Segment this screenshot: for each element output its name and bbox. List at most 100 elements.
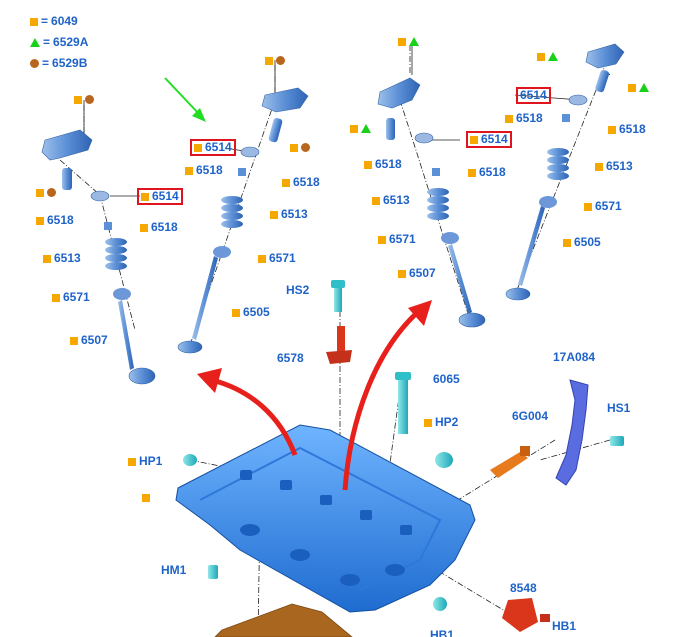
callout-6505[interactable]: 6505: [563, 235, 601, 249]
lash-adjuster: [62, 168, 72, 190]
valve-spring: [105, 238, 127, 270]
callout-6513[interactable]: 6513: [372, 193, 410, 207]
legend-item-2: =6529A: [30, 35, 88, 49]
part-6578: [326, 326, 352, 364]
valve-assembly-1: [41, 129, 156, 385]
head-gasket: [214, 603, 353, 637]
part-8548: [502, 598, 550, 632]
part-17a084: [555, 379, 589, 486]
valve-assembly-2: [177, 87, 309, 354]
marker-cluster-1: [74, 91, 97, 109]
callout-6505[interactable]: 6505: [232, 305, 270, 319]
legend-item-1: =6049: [30, 14, 78, 28]
part-6g004: [490, 446, 530, 478]
callout-6518[interactable]: 6518: [282, 175, 320, 189]
green-arrow: [164, 77, 206, 122]
rocker-arm: [585, 43, 625, 69]
callout-6518[interactable]: 6518: [468, 165, 506, 179]
rocker-arm: [41, 129, 93, 161]
marker-cluster-5: [398, 33, 422, 51]
legend-code: 6529A: [53, 35, 89, 49]
valve-head: [458, 312, 486, 328]
legend-item-3: =6529B: [30, 56, 87, 70]
valve-stem: [118, 300, 134, 370]
valve-assembly-4: [505, 43, 625, 301]
fasteners: [183, 280, 624, 611]
valve-seal: [441, 232, 459, 244]
bolt-hs2: [334, 282, 342, 312]
valve-stem: [518, 206, 545, 286]
callout-6514[interactable]: 6514: [466, 131, 512, 148]
marker-cluster-7: [537, 48, 561, 66]
callout-6507[interactable]: 6507: [70, 333, 108, 347]
valve-spring: [427, 188, 449, 220]
plug-hp2: [435, 452, 453, 468]
marker-cluster-2: [36, 184, 59, 202]
triangle-marker-icon: [30, 38, 40, 48]
marker-cluster-9: [142, 489, 153, 507]
valve-head: [177, 340, 203, 354]
square-marker-icon: [30, 17, 38, 26]
callout-8548[interactable]: 8548: [510, 581, 537, 595]
plug-hb1: [433, 597, 447, 611]
valve-keeper: [562, 114, 570, 122]
callout-6571[interactable]: 6571: [52, 290, 90, 304]
callout-6578[interactable]: 6578: [277, 351, 304, 365]
callout-17a084[interactable]: 17A084: [553, 350, 596, 364]
valve-keeper: [104, 222, 112, 230]
callout-6513[interactable]: 6513: [43, 251, 81, 265]
bolt-hs1: [610, 436, 624, 446]
valve-spring: [547, 148, 569, 180]
valve-stem: [448, 244, 472, 314]
legend-code: 6529B: [52, 56, 88, 70]
marker-cluster-3: [265, 52, 288, 70]
lash-adjuster: [386, 118, 395, 140]
callout-6518[interactable]: 6518: [140, 220, 178, 234]
callout-6518[interactable]: 6518: [364, 157, 402, 171]
circle-marker-icon: [30, 59, 39, 69]
valve-assembly-3: [377, 77, 486, 328]
valve-seal: [113, 288, 131, 300]
callout-6571[interactable]: 6571: [584, 199, 622, 213]
plug-hm1: [208, 565, 218, 579]
valve-retainer: [90, 190, 110, 202]
callout-6518[interactable]: 6518: [36, 213, 74, 227]
callout-hs2[interactable]: HS2: [286, 283, 310, 297]
callout-6514[interactable]: 6514: [137, 188, 183, 205]
callout-6518[interactable]: 6518: [185, 163, 223, 177]
callout-6571[interactable]: 6571: [258, 251, 296, 265]
callout-hb1[interactable]: HB1: [552, 619, 577, 633]
callout-hm1[interactable]: HM1: [161, 563, 187, 577]
callout-hb1[interactable]: HB1: [430, 628, 455, 637]
lash-adjuster: [595, 70, 610, 93]
callout-6513[interactable]: 6513: [595, 159, 633, 173]
callout-hp1[interactable]: HP1: [128, 454, 162, 468]
callout-6065[interactable]: 6065: [433, 372, 460, 386]
marker-cluster-8: [628, 79, 652, 97]
valve-retainer: [414, 132, 434, 144]
callout-6514[interactable]: 6514: [190, 139, 236, 156]
valve-retainer: [568, 94, 588, 106]
callout-6518[interactable]: 6518: [505, 111, 543, 125]
callout-6g004[interactable]: 6G004: [512, 409, 549, 423]
rocker-arm: [377, 77, 421, 109]
valve-stem: [192, 256, 218, 340]
red-arrows: [197, 300, 432, 491]
callout-6571[interactable]: 6571: [378, 232, 416, 246]
plug-hp1: [183, 454, 197, 466]
callout-6507[interactable]: 6507: [398, 266, 436, 280]
callout-6513[interactable]: 6513: [270, 207, 308, 221]
valve-retainer: [240, 146, 260, 158]
callout-6514[interactable]: 6514: [516, 87, 551, 104]
legend-code: 6049: [51, 14, 78, 28]
bolt-6065: [398, 374, 408, 434]
callout-hs1[interactable]: HS1: [607, 401, 631, 415]
valve-seal: [213, 246, 231, 258]
valve-keeper: [238, 168, 246, 176]
callout-6518[interactable]: 6518: [608, 122, 646, 136]
callout-hp2[interactable]: HP2: [424, 415, 458, 429]
rocker-arm: [261, 87, 309, 113]
marker-cluster-4: [290, 139, 313, 157]
